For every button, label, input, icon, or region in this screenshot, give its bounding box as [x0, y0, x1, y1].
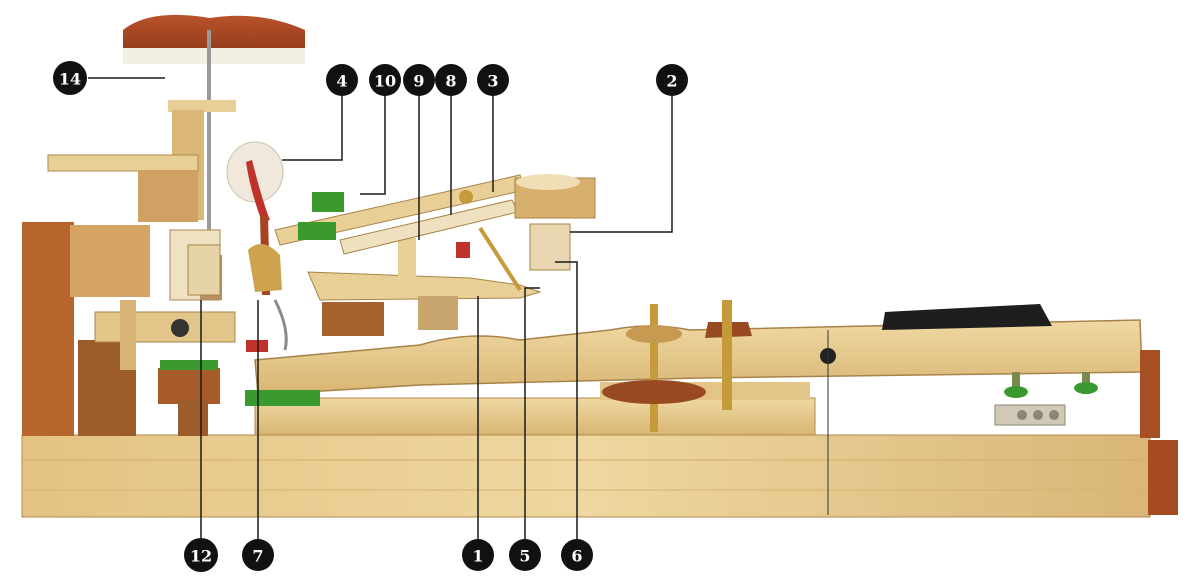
key-top	[882, 304, 1052, 330]
callout-4-label: 4	[336, 72, 347, 91]
damper-felt	[123, 48, 305, 64]
front-felt-2	[1074, 382, 1098, 394]
regulating-rail-red	[456, 242, 470, 258]
leader-10	[360, 95, 385, 194]
jack	[398, 238, 416, 298]
callout-10-label: 10	[374, 72, 396, 91]
left-post-side	[70, 225, 150, 297]
catcher-felt	[298, 222, 336, 240]
callout-6-label: 6	[571, 547, 582, 566]
left-post	[22, 222, 74, 436]
balance-pin	[650, 304, 658, 432]
callout-8-label: 8	[445, 72, 456, 91]
wippen-heel	[322, 302, 384, 336]
front-felt-1	[1004, 386, 1028, 398]
wippen	[308, 272, 540, 300]
callout-14: 14	[53, 61, 87, 95]
callout-3: 3	[477, 64, 509, 96]
back-block-stem	[178, 400, 208, 436]
damper-lever	[48, 155, 198, 171]
repetition-spring-base	[418, 296, 458, 330]
damper-block	[138, 170, 198, 222]
callout-9-label: 9	[413, 72, 424, 91]
back-block-felt	[160, 360, 218, 370]
lead-3	[1049, 410, 1059, 420]
callout-7: 7	[242, 539, 274, 571]
rail-post	[120, 300, 136, 370]
keybed	[22, 435, 1150, 517]
regulating-screw	[459, 190, 473, 204]
red-felt-small	[246, 340, 268, 352]
callout-5-label: 5	[519, 547, 530, 566]
balance-punching	[626, 325, 682, 343]
bridle-wire	[275, 300, 286, 350]
regulating-foot	[530, 224, 570, 270]
callout-7-label: 7	[252, 547, 263, 566]
callout-2-label: 2	[666, 72, 677, 91]
callout-12-label: 12	[190, 547, 212, 566]
callout-9: 9	[403, 64, 435, 96]
action-rail	[95, 312, 235, 342]
back-block	[158, 368, 220, 404]
callout-12: 12	[184, 538, 218, 572]
back-key-felt	[245, 390, 320, 406]
key-front	[1140, 350, 1160, 438]
callout-10: 10	[369, 64, 401, 96]
balance-felt	[602, 380, 706, 404]
regulating-block-top	[516, 174, 580, 190]
callout-2: 2	[656, 64, 688, 96]
capstan-screw	[722, 300, 732, 410]
callout-1: 1	[462, 539, 494, 571]
damper-wire	[207, 30, 211, 250]
leader-4	[282, 95, 342, 160]
callout-5: 5	[509, 539, 541, 571]
callout-14-label: 14	[59, 70, 81, 89]
rail-bolt	[171, 319, 189, 337]
hammer-butt	[248, 244, 282, 292]
callout-3-label: 3	[487, 72, 498, 91]
callout-6: 6	[561, 539, 593, 571]
lead-2	[1033, 410, 1043, 420]
catcher-block	[312, 192, 344, 212]
lead-1	[1017, 410, 1027, 420]
callout-8: 8	[435, 64, 467, 96]
callout-4: 4	[326, 64, 358, 96]
callout-1-label: 1	[472, 547, 483, 566]
flange-block	[188, 245, 220, 295]
keybed-end	[1148, 440, 1178, 515]
